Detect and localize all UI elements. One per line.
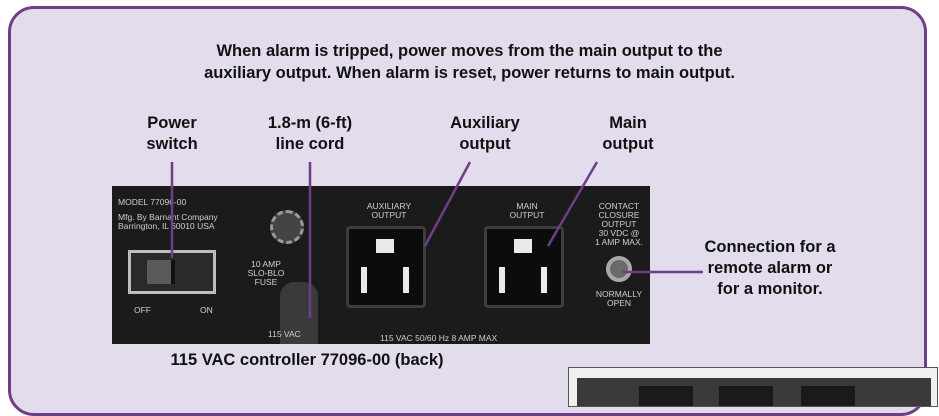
line-cord — [280, 282, 318, 344]
controller-photo-thumbnail — [568, 367, 938, 407]
caption-line-2: auxiliary output. When alarm is reset, p… — [204, 64, 735, 82]
label-connection: Connection for a remote alarm or for a m… — [704, 238, 836, 298]
normally-open-text: NORMALLY OPEN — [595, 289, 643, 308]
auxiliary-output-text: AUXILIARY OUTPUT — [366, 201, 412, 220]
leader-main-output — [546, 161, 599, 247]
label-power-switch: Power switch — [146, 114, 198, 153]
vac-bottom-text: 115 VAC 50/60 Hz 8 AMP MAX — [380, 333, 498, 343]
diagram-caption: When alarm is tripped, power moves from … — [0, 40, 939, 84]
off-label: OFF — [134, 305, 151, 315]
auxiliary-outlet — [346, 226, 426, 308]
leader-auxiliary-output — [423, 161, 472, 247]
model-text: MODEL 77096-00 — [118, 197, 187, 207]
mfg-text-1: Mfg. By Barnant Company — [118, 212, 218, 222]
rocker-icon — [147, 260, 175, 284]
label-auxiliary-output: Auxiliary output — [450, 114, 520, 153]
leader-lines — [170, 161, 703, 318]
vac-left-text: 115 VAC — [268, 329, 301, 339]
label-main-output: Main output — [602, 114, 654, 153]
main-output-text: MAIN OUTPUT — [509, 201, 545, 220]
caption-line-1: When alarm is tripped, power moves from … — [216, 42, 723, 60]
figure-caption: 115 VAC controller 77096-00 (back) — [170, 351, 444, 369]
fuse-holder-icon — [270, 210, 304, 244]
contact-closure-text: CONTACT CLOSURE OUTPUT 30 VDC @ 1 AMP MA… — [594, 201, 644, 247]
on-label: ON — [200, 305, 213, 315]
fuse-text: 10 AMP SLO-BLO FUSE — [247, 259, 285, 287]
controller-back-panel: MODEL 77096-00 Mfg. By Barnant Company B… — [112, 186, 650, 344]
mfg-text-2: Barrington, IL 60010 USA — [118, 221, 215, 231]
label-line-cord: 1.8-m (6-ft) line cord — [267, 114, 353, 153]
contact-jack-icon — [606, 256, 632, 282]
